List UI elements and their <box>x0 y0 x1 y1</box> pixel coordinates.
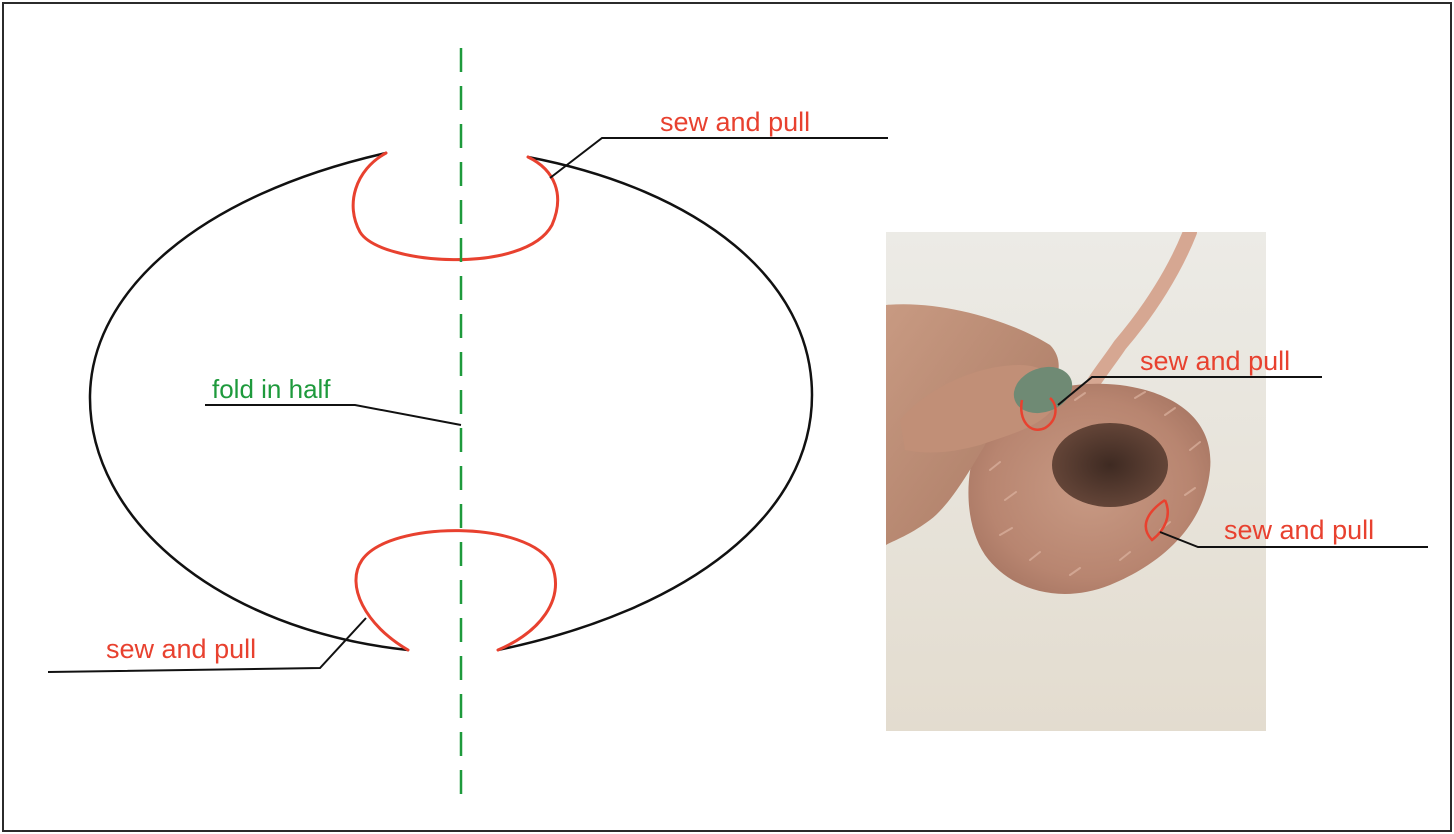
sew-curves <box>353 153 558 650</box>
leader-top-sew <box>550 138 888 178</box>
outline-right-arc <box>498 157 812 650</box>
label-photo-sew-and-pull-2: sew and pull <box>1224 515 1374 545</box>
pattern-outline <box>90 153 812 650</box>
top-sew-curve <box>353 153 558 260</box>
label-fold-in-half: fold in half <box>212 374 331 404</box>
label-photo-sew-and-pull-1: sew and pull <box>1140 346 1290 376</box>
leader-fold <box>205 405 461 425</box>
diagram-leaders <box>48 138 888 672</box>
pouch-photo <box>886 232 1266 731</box>
photo-pouch-opening <box>1052 423 1168 507</box>
label-bottom-sew-and-pull: sew and pull <box>106 634 256 664</box>
bottom-sew-curve <box>356 531 555 650</box>
label-top-sew-and-pull: sew and pull <box>660 107 810 137</box>
